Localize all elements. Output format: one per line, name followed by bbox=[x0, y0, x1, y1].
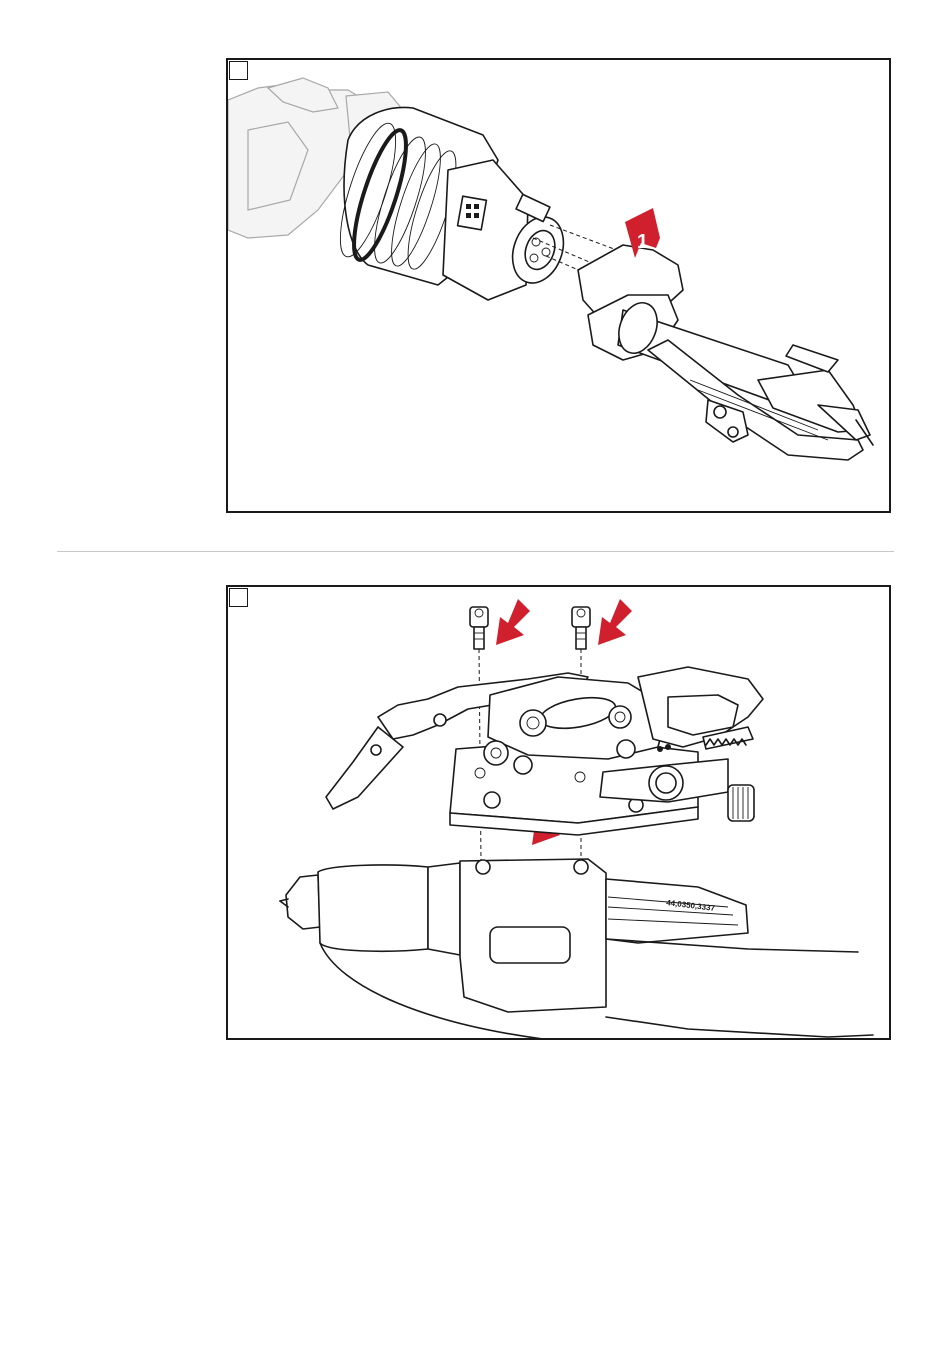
callout-label-1: 1 bbox=[637, 231, 648, 253]
insert-arrow-left bbox=[496, 599, 530, 645]
screw-left bbox=[470, 607, 488, 649]
figure-torch-connection: 1 bbox=[226, 58, 891, 513]
torch-connection-illustration: 1 bbox=[228, 60, 891, 513]
wire-feeder-unit bbox=[326, 667, 763, 835]
wire-feeder-mounting-illustration: 44,0350,3337 bbox=[228, 587, 891, 1040]
torch-body: 44,0350,3337 bbox=[280, 859, 873, 1040]
section-divider bbox=[57, 551, 894, 552]
screw-right bbox=[572, 607, 590, 649]
insert-arrow-right bbox=[598, 599, 632, 645]
robot-wrist bbox=[329, 107, 572, 300]
figure-wire-feeder-mounting: 44,0350,3337 bbox=[226, 585, 891, 1040]
welding-torch bbox=[578, 245, 873, 460]
